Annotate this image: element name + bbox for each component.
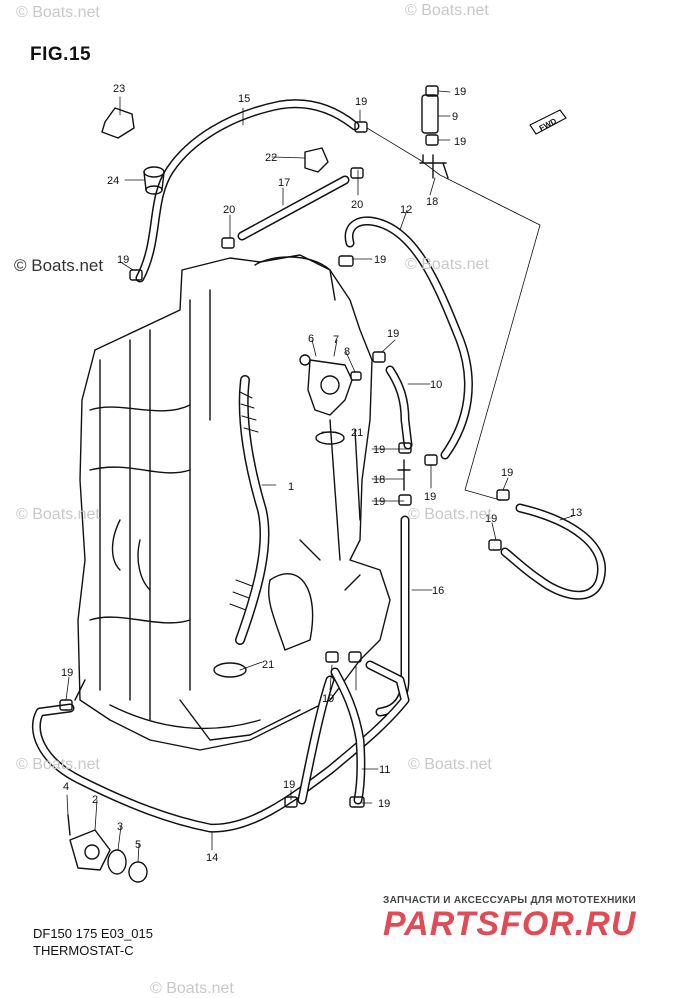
callout-19-2: 19 bbox=[454, 86, 466, 98]
callout-2: 2 bbox=[92, 794, 98, 806]
part-18-top bbox=[419, 154, 449, 179]
fwd-arrow bbox=[529, 109, 567, 135]
thermostat-housing bbox=[307, 359, 353, 416]
watermark: © Boats.net bbox=[150, 980, 234, 997]
callout-22: 22 bbox=[265, 152, 277, 164]
callout-18a: 18 bbox=[426, 196, 438, 208]
clamps bbox=[59, 85, 510, 808]
callout-6: 6 bbox=[308, 333, 314, 345]
part-4 bbox=[67, 814, 71, 836]
callout-4: 4 bbox=[63, 781, 69, 793]
watermark: © Boats.net bbox=[16, 756, 100, 773]
callout-19-9: 19 bbox=[424, 491, 436, 503]
callout-8: 8 bbox=[344, 346, 350, 358]
part-2 bbox=[69, 829, 111, 871]
callout-19-12: 19 bbox=[61, 667, 73, 679]
callout-19-15: 19 bbox=[378, 798, 390, 810]
callout-18b: 18 bbox=[373, 474, 385, 486]
callout-19-14: 19 bbox=[283, 779, 295, 791]
callout-21b: 21 bbox=[262, 659, 274, 671]
callout-13: 13 bbox=[570, 507, 582, 519]
part-22 bbox=[304, 147, 329, 173]
callout-19-3: 19 bbox=[454, 136, 466, 148]
watermark: © Boats.net bbox=[405, 256, 489, 273]
callout-7: 7 bbox=[333, 334, 339, 346]
callout-19-7: 19 bbox=[373, 444, 385, 456]
watermark: © Boats.net bbox=[16, 4, 100, 21]
watermark: © Boats.net bbox=[408, 506, 492, 523]
callout-3: 3 bbox=[117, 821, 123, 833]
callout-19-4: 19 bbox=[117, 254, 129, 266]
part-9 bbox=[421, 94, 439, 134]
callout-19-6: 19 bbox=[387, 328, 399, 340]
callout-20b: 20 bbox=[351, 199, 363, 211]
part-23 bbox=[101, 107, 135, 139]
callout-11a: 11 bbox=[379, 764, 390, 776]
callout-19-13: 19 bbox=[322, 693, 334, 705]
fwd-label: FWD bbox=[538, 116, 559, 133]
brand-tagline: ЗАПЧАСТИ И АКСЕССУАРЫ ДЛЯ МОТОТЕХНИКИ bbox=[383, 895, 636, 906]
callout-23: 23 bbox=[113, 83, 125, 95]
callout-5: 5 bbox=[135, 839, 141, 851]
figure-code: DF150 175 E03_015 bbox=[33, 926, 153, 941]
part-18-mid bbox=[397, 459, 411, 491]
callout-24: 24 bbox=[107, 175, 119, 187]
callout-19-5: 19 bbox=[374, 254, 386, 266]
callout-labels: 1 2 3 4 5 6 7 8 9 10 11 11 12 13 14 15 1… bbox=[61, 83, 582, 864]
callout-14: 14 bbox=[206, 852, 218, 864]
callout-9: 9 bbox=[452, 111, 458, 123]
callout-1: 1 bbox=[288, 481, 294, 493]
callout-15: 15 bbox=[238, 93, 250, 105]
callout-16: 16 bbox=[432, 585, 444, 597]
callout-20a: 20 bbox=[223, 204, 235, 216]
callout-19-10: 19 bbox=[501, 467, 513, 479]
callout-19-1: 19 bbox=[355, 96, 367, 108]
figure-title: FIG.15 bbox=[30, 44, 92, 65]
callout-19-11: 19 bbox=[485, 513, 497, 525]
leader-lines bbox=[65, 90, 574, 863]
figure-name: THERMOSTAT-C bbox=[33, 943, 134, 958]
part-3 bbox=[107, 849, 127, 875]
watermark: © Boats.net bbox=[405, 2, 489, 19]
callout-12: 12 bbox=[400, 204, 412, 216]
watermark: © Boats.net bbox=[16, 506, 100, 523]
engine-block bbox=[77, 254, 391, 751]
part-24 bbox=[143, 166, 165, 178]
callout-17: 17 bbox=[278, 177, 290, 189]
part-5 bbox=[128, 861, 148, 883]
watermark: © Boats.net bbox=[14, 256, 104, 275]
watermark: © Boats.net bbox=[408, 756, 492, 773]
callout-10: 10 bbox=[430, 379, 442, 391]
callout-21a: 21 bbox=[351, 427, 363, 439]
brand-logo: PARTSFOR.RU bbox=[383, 905, 637, 943]
callout-19-8: 19 bbox=[373, 496, 385, 508]
